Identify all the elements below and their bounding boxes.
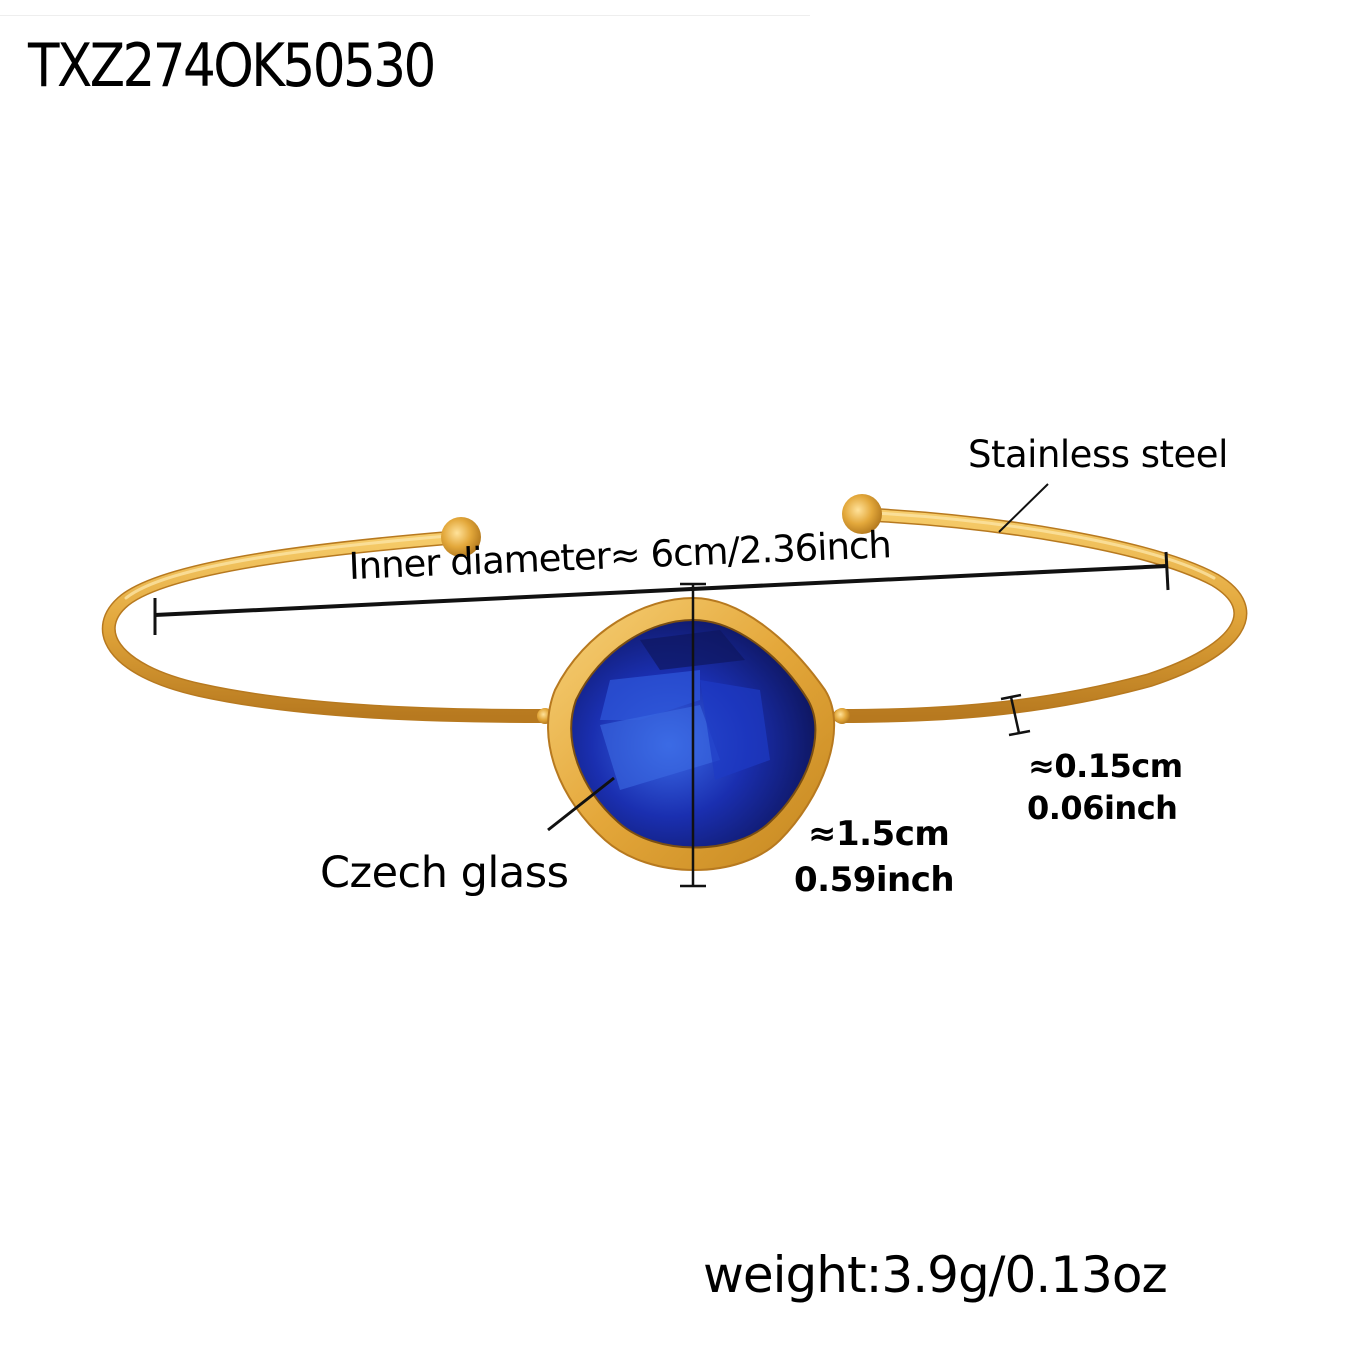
gem-setting [537, 596, 850, 871]
bracelet-band [101, 508, 1248, 723]
material-band-label: Stainless steel [968, 433, 1228, 476]
material-stone-label: Czech glass [320, 848, 569, 898]
left-end-ball [441, 517, 481, 557]
stone-size-inch: 0.59inch [794, 860, 955, 900]
wire-thickness-cm: ≈0.15cm [1028, 747, 1183, 785]
right-end-ball [842, 494, 882, 534]
product-weight: weight:3.9g/0.13oz [703, 1246, 1168, 1304]
product-sku: TXZ274OK50530 [28, 31, 436, 101]
wire-thickness-inch: 0.06inch [1027, 789, 1178, 827]
stone-size-cm: ≈1.5cm [808, 814, 950, 854]
top-divider [0, 15, 810, 16]
measurement-lines [153, 483, 1170, 888]
